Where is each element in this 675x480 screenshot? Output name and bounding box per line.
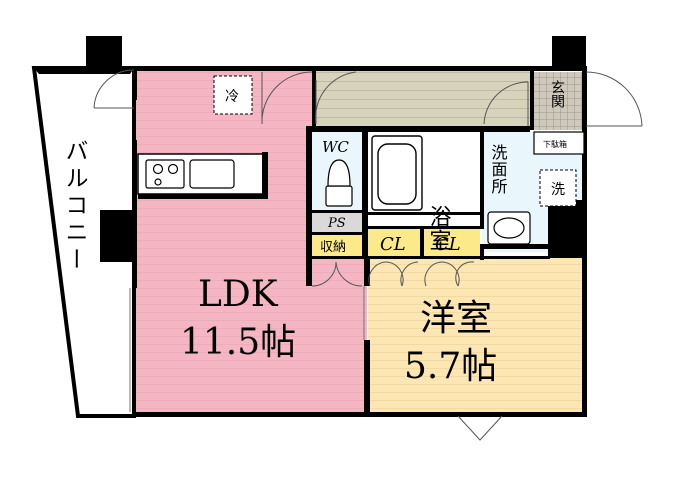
ps-label: PS bbox=[327, 216, 346, 231]
washroom-label: 洗面所 bbox=[489, 144, 508, 195]
closet-2-floor bbox=[424, 228, 480, 258]
stove-icon bbox=[145, 159, 185, 189]
western-room-floor bbox=[368, 258, 586, 414]
storage-label: 収納 bbox=[320, 240, 346, 255]
walls bbox=[86, 36, 587, 417]
ldk-size-label: 11.5帖 bbox=[180, 322, 296, 363]
shoe-box bbox=[533, 131, 585, 155]
sink-icon bbox=[189, 159, 235, 189]
washbasin-icon bbox=[487, 211, 531, 245]
entrance-label: 玄関 bbox=[549, 79, 565, 109]
wc-label: WC bbox=[322, 138, 349, 156]
ps-floor bbox=[312, 212, 364, 232]
western-room-name-label: 洋室 bbox=[420, 298, 492, 339]
bathtub-icon bbox=[371, 135, 423, 211]
ldk-name-label: LDK bbox=[198, 274, 279, 315]
fridge-space bbox=[213, 75, 253, 115]
door-swing-icon bbox=[93, 69, 643, 441]
balcony-label: バルコニー bbox=[61, 139, 88, 274]
washer-label: 洗 bbox=[551, 182, 565, 198]
shoe-box-label: 下駄箱 bbox=[543, 139, 567, 149]
storage-floor bbox=[312, 234, 364, 258]
kitchen-counter bbox=[137, 152, 268, 199]
hallway-floor bbox=[316, 70, 530, 128]
closet-1-floor bbox=[368, 228, 422, 258]
toilet-icon bbox=[325, 159, 353, 207]
closet-2-label: CL bbox=[435, 234, 461, 255]
entrance-floor bbox=[532, 72, 584, 130]
bath-label: 浴室 bbox=[426, 205, 452, 253]
closet-1-label: CL bbox=[380, 234, 406, 255]
western-room-size-label: 5.7帖 bbox=[404, 346, 497, 387]
washer-space bbox=[539, 169, 577, 207]
fridge-label: 冷 bbox=[225, 89, 239, 105]
